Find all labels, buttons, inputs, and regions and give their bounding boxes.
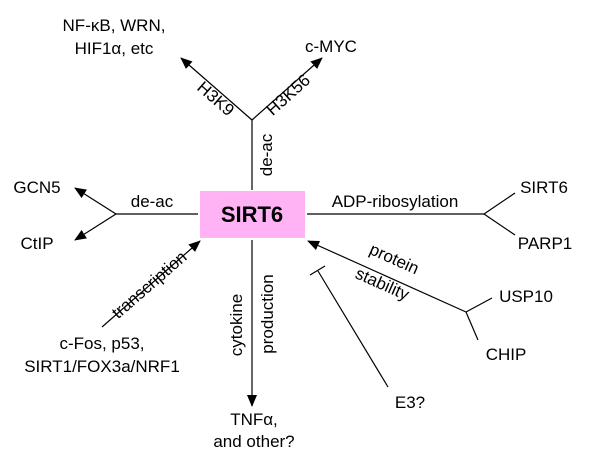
gcn5-node: GCN5: [13, 178, 60, 197]
transcription-label: transcription: [108, 247, 190, 322]
transcription-arrow: [101, 240, 201, 328]
tnf-node-line2: and other?: [213, 432, 294, 451]
usp10-node: USP10: [499, 287, 553, 306]
ctip-node: CtIP: [20, 234, 53, 253]
ctip-arrow: [74, 213, 117, 241]
production-label: production: [258, 274, 277, 353]
deac-left-label: de-ac: [131, 192, 174, 211]
e3-node: E3?: [395, 393, 425, 412]
sirt6-branch-line: [483, 192, 516, 215]
adp-ribosylation-label: ADP-ribosylation: [332, 192, 459, 211]
cytokine-label: cytokine: [227, 294, 246, 356]
e3-inhibition-bar: [309, 265, 326, 276]
deac-vertical-label: de-ac: [257, 133, 276, 176]
sirt6-center-label: SIRT6: [221, 202, 283, 227]
gcn5-arrow: [74, 187, 117, 215]
cfos-node-line1: c-Fos, p53,: [59, 334, 144, 353]
tnf-node-line1: TNFα,: [230, 410, 278, 429]
sirt6-target-node: SIRT6: [520, 178, 568, 197]
h3k56-label: H3K56: [263, 70, 314, 119]
h3k9-label: H3K9: [193, 78, 238, 120]
cmyc-node: c-MYC: [305, 37, 357, 56]
parp1-branch-line: [483, 213, 516, 236]
protein-stability-arrow: [307, 240, 467, 313]
e3-inhibition-line: [317, 270, 389, 388]
cfos-node-line2: SIRT1/FOX3a/NRF1: [24, 357, 180, 376]
chip-node: CHIP: [486, 345, 527, 364]
h3k56-arrow: [251, 57, 323, 121]
usp10-branch-line: [465, 297, 493, 313]
nfkb-node-line2: HIF1α, etc: [75, 39, 154, 58]
parp1-node: PARP1: [518, 234, 573, 253]
h3k9-arrow: [180, 57, 253, 121]
chip-branch-line: [465, 311, 479, 341]
nfkb-node-line1: NF-κB, WRN,: [63, 16, 166, 35]
sirt6-center-box: [200, 191, 305, 238]
